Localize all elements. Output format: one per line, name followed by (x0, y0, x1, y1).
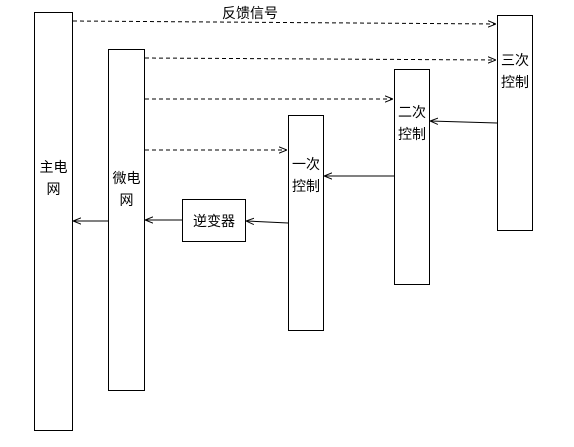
inverter-label: 逆变器 (193, 213, 235, 230)
primary-control-label: 一次控制 (292, 157, 320, 195)
micro-grid-label: 微电网 (112, 171, 141, 209)
main-grid-box: 主电网 (34, 12, 73, 431)
primary-control-box: 一次控制 (288, 115, 324, 331)
arrow-primary-to-inverter (246, 221, 289, 223)
arrow-tertiary-to-secondary (430, 121, 498, 123)
feedback-arrow-main-to-tertiary (72, 21, 496, 24)
feedback-signal-label: 反馈信号 (222, 6, 278, 22)
micro-grid-box: 微电网 (108, 49, 145, 391)
inverter-box: 逆变器 (182, 199, 246, 242)
main-grid-label: 主电网 (39, 160, 68, 198)
tertiary-control-label: 三次控制 (501, 53, 529, 91)
feedback-arrow-micro-to-tertiary (144, 58, 496, 60)
secondary-control-label: 二次控制 (398, 105, 426, 143)
tertiary-control-box: 三次控制 (497, 15, 533, 231)
secondary-control-box: 二次控制 (394, 69, 430, 285)
